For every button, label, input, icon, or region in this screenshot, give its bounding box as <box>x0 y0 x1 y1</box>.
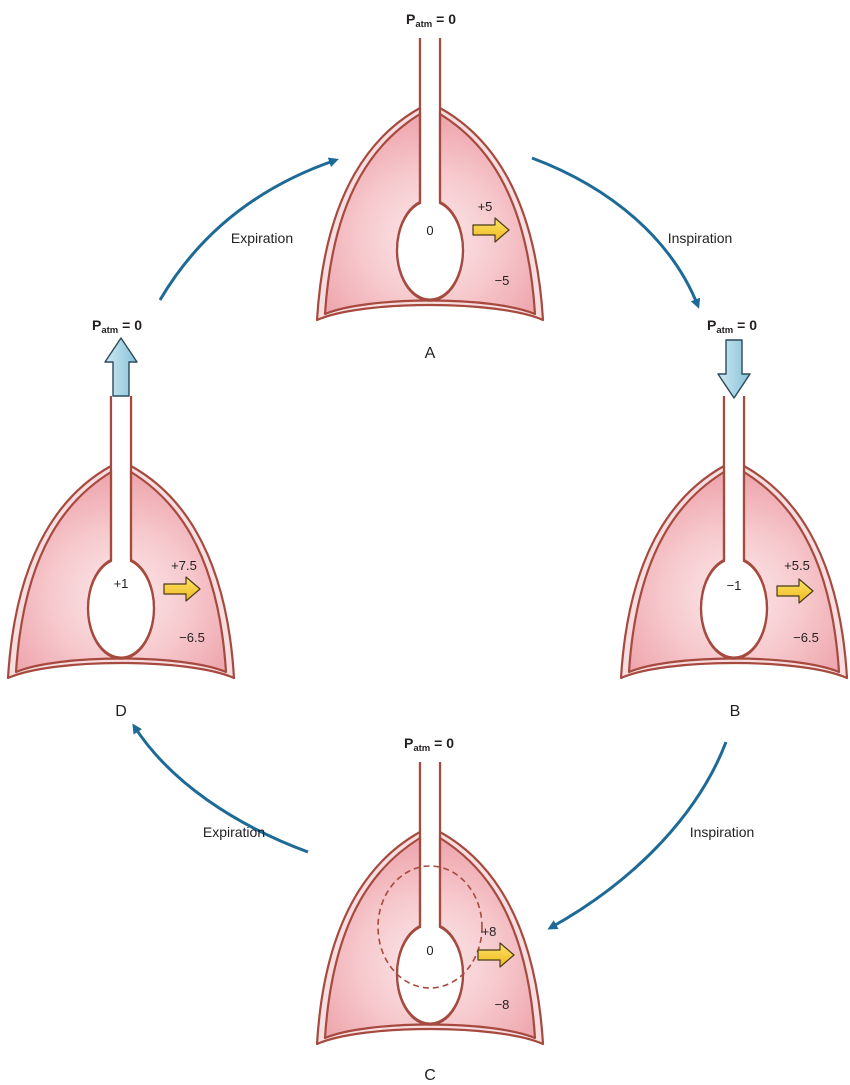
atm-pressure-label-a: Patm = 0 <box>406 11 456 30</box>
transition-label-c-to-d: Expiration <box>203 824 265 840</box>
pleural-pressure-c: −8 <box>495 997 510 1012</box>
transpulmonary-pressure-a: +5 <box>478 199 493 214</box>
atm-pressure-label-c: Patm = 0 <box>404 735 454 754</box>
alveolar-pressure-b: −1 <box>727 578 742 593</box>
transition-label-b-to-c: Inspiration <box>690 824 755 840</box>
pleural-pressure-b: −6.5 <box>793 630 819 645</box>
transition-label-d-to-a: Expiration <box>231 230 293 246</box>
alveolar-pressure-a: 0 <box>426 223 433 238</box>
state-letter-d: D <box>115 703 127 720</box>
transition-label-a-to-b: Inspiration <box>668 230 733 246</box>
pleural-pressure-d: −6.5 <box>179 630 205 645</box>
transpulmonary-pressure-c: +8 <box>482 924 497 939</box>
atm-pressure-label-b: Patm = 0 <box>707 317 757 336</box>
pleural-pressure-a: −5 <box>495 273 510 288</box>
alveolar-pressure-d: +1 <box>114 576 129 591</box>
alveolar-pressure-c: 0 <box>426 943 433 958</box>
state-letter-b: B <box>730 703 741 720</box>
state-letter-a: A <box>425 345 436 362</box>
atm-pressure-label-d: Patm = 0 <box>92 317 142 336</box>
airflow-out-arrow <box>105 338 137 396</box>
airflow-in-arrow <box>718 340 750 398</box>
transpulmonary-pressure-b: +5.5 <box>784 558 810 573</box>
transpulmonary-pressure-d: +7.5 <box>171 558 197 573</box>
state-letter-c: C <box>424 1067 436 1084</box>
